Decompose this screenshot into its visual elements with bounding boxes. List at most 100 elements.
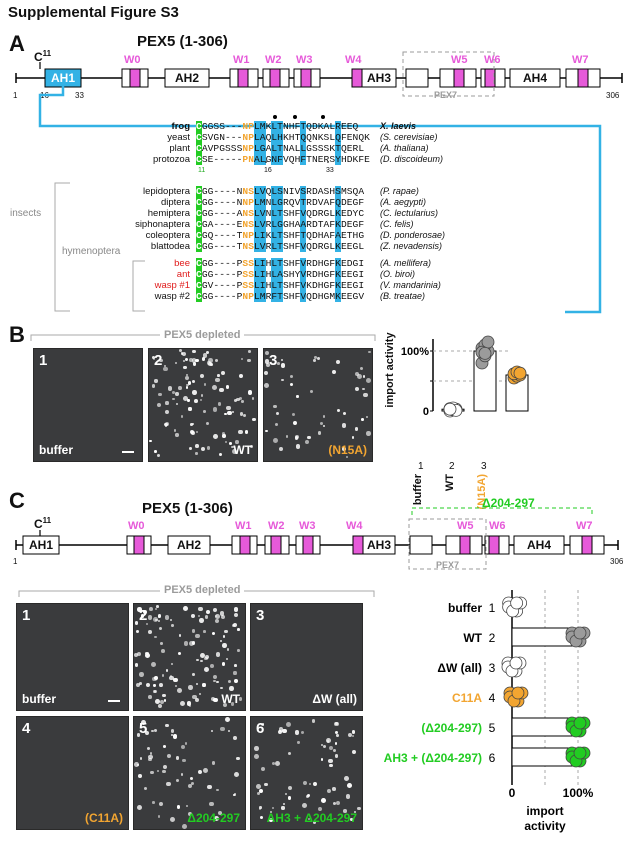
- sequence-row: CSVGN---NPLAQLHKHTQQNKSLQFENQK: [196, 132, 370, 143]
- deletion-label: Δ204-297: [482, 496, 535, 510]
- species-common-name: lepidoptera: [142, 186, 190, 197]
- micrograph-c5: 5 Δ204-297: [133, 716, 246, 830]
- c-motif-w1: W1: [235, 520, 252, 532]
- species-common-name: ant: [176, 269, 190, 280]
- motif-w4: W4: [345, 54, 362, 66]
- micrograph-number: 2: [139, 607, 148, 624]
- c-domain-ah2: AH2: [176, 538, 201, 552]
- panel-c-label: C: [9, 488, 25, 513]
- sequence-row: CSE-----PNALGNFVQHFTNERSYHDKFE: [196, 154, 370, 165]
- c-motif-w2: W2: [268, 520, 285, 532]
- b-cat-wt: WT: [444, 474, 456, 492]
- align-num-16: 16: [264, 167, 272, 174]
- motif-w2: W2: [265, 54, 282, 66]
- domain-ah1: AH1: [50, 71, 75, 85]
- micrograph-label: ΔW (all): [312, 692, 357, 706]
- species-latin-name: (S. cerevisiae): [380, 132, 438, 142]
- c-xtick-100: 100%: [563, 786, 594, 800]
- motif-w0: W0: [124, 54, 141, 66]
- c-category-label: AH3 + (Δ204-297): [384, 751, 482, 765]
- species-latin-name: (O. biroi): [380, 269, 416, 279]
- c-motif-w5: W5: [457, 520, 474, 532]
- motif-w5: W5: [451, 54, 468, 66]
- c-xtick-0: 0: [509, 786, 516, 800]
- micrograph-label: WT: [221, 692, 240, 706]
- c-category-number: 2: [489, 631, 496, 645]
- species-latin-name: (V. mandarinia): [380, 280, 441, 290]
- c-data-point: [509, 656, 523, 670]
- micrograph-label: (C11A): [84, 811, 123, 825]
- c-domain-ah4: AH4: [526, 538, 551, 552]
- b-catnum-3: 3: [481, 461, 487, 472]
- sequence-row: CGG----NNSLVQLSNIVSRDASHSMSQA: [196, 186, 365, 197]
- b-data-point: [443, 402, 457, 416]
- b-data-point: [478, 346, 492, 360]
- align-num-11: 11: [198, 167, 206, 174]
- panel-a-label: A: [9, 31, 25, 56]
- micrograph-label: buffer: [39, 443, 73, 457]
- b-cat-buffer: buffer: [412, 474, 424, 506]
- c-motif-w6: W6: [489, 520, 506, 532]
- micrograph-number: 1: [22, 607, 31, 624]
- micrograph-b1: 1 buffer: [33, 348, 143, 462]
- c11-label-c: C11: [34, 516, 52, 531]
- sequence-row: CGG----PSSLIHLTSHFVRDHGFKEDGI: [196, 258, 365, 269]
- helix-dots: [265, 115, 329, 164]
- motif-w6: W6: [484, 54, 501, 66]
- c-data-point: [511, 686, 525, 700]
- b-data-point: [513, 366, 527, 380]
- micrograph-number: 2: [154, 352, 163, 369]
- c-category-number: 5: [489, 721, 496, 735]
- sequence-row: CGG----TNSLVRLTSHFVQDRGLKEEGL: [196, 241, 365, 252]
- c-category-label: ΔW (all): [437, 661, 482, 675]
- b-ytick: 100%: [401, 346, 429, 358]
- species-latin-name: (D. ponderosae): [380, 230, 446, 240]
- peroxisome-speckles: [251, 717, 362, 829]
- insects-group-label: insects: [10, 208, 42, 219]
- b-catnum-1: 1: [418, 461, 424, 472]
- motif-w7: W7: [572, 54, 589, 66]
- tick-306: 306: [606, 91, 620, 100]
- c-motif-w4: W4: [346, 520, 363, 532]
- species-common-name: diptera: [160, 197, 190, 208]
- c-category-label: WT: [463, 631, 482, 645]
- sequence-row: CGQ----TNPLIKLTSHFTQDHAFAETHG: [196, 230, 365, 241]
- c-xlabel-2: activity: [524, 819, 566, 833]
- c-motif-w0: W0: [128, 520, 145, 532]
- c-domain-ah3: AH3: [366, 538, 391, 552]
- hymenoptera-group-label: hymenoptera: [62, 246, 121, 257]
- species-latin-name: (A. mellifera): [380, 258, 432, 268]
- c-data-point: [573, 716, 587, 730]
- micrograph-c2: 2 WT: [133, 603, 246, 711]
- micrograph-label: AH3 + Δ204-297: [266, 811, 357, 825]
- figure-title: Supplemental Figure S3: [8, 4, 179, 21]
- micrograph-number: 3: [256, 607, 265, 624]
- c11-label: C11: [34, 49, 52, 64]
- species-common-name: frog: [171, 121, 190, 132]
- species-common-name: siphonaptera: [135, 219, 190, 230]
- domain-ah3: AH3: [366, 71, 391, 85]
- species-latin-name: (C. lectularius): [380, 208, 439, 218]
- micrograph-c6: 6 AH3 + Δ204-297: [250, 716, 363, 830]
- c-category-label: C11A: [452, 691, 482, 705]
- peroxisome-speckles: [134, 604, 245, 710]
- panel-c-domain-map: [15, 507, 619, 570]
- species-latin-name: (A. aegypti): [380, 197, 427, 207]
- species-common-name: wasp #1: [154, 280, 190, 291]
- sequence-row: CGG----PNPLMRFTSHFVQDHGMKEEGV: [196, 291, 365, 302]
- micrograph-number: 3: [269, 352, 278, 369]
- c-data-point: [573, 746, 587, 760]
- species-common-name: wasp #2: [154, 291, 190, 302]
- species-common-name: hemiptera: [147, 208, 190, 219]
- c-pex7-label: PEX7: [436, 560, 460, 570]
- sequence-row: CGG----NNPLMNLGRQVTRDVAFQDEGF: [196, 197, 365, 208]
- sequence-row: CGG----ANSLVNLTSHFVQDRGLKEDYC: [196, 208, 365, 219]
- micrograph-number: 4: [22, 720, 31, 737]
- panel-c-bracket-label: PEX5 depleted: [160, 584, 245, 596]
- c-category-number: 3: [489, 661, 496, 675]
- c-motif-w3: W3: [299, 520, 316, 532]
- sequence-row: CGGSS---NPLMKLTNHFTQDKALREEQ: [196, 121, 359, 132]
- c-data-point: [510, 596, 524, 610]
- c-tick-306: 306: [610, 557, 624, 566]
